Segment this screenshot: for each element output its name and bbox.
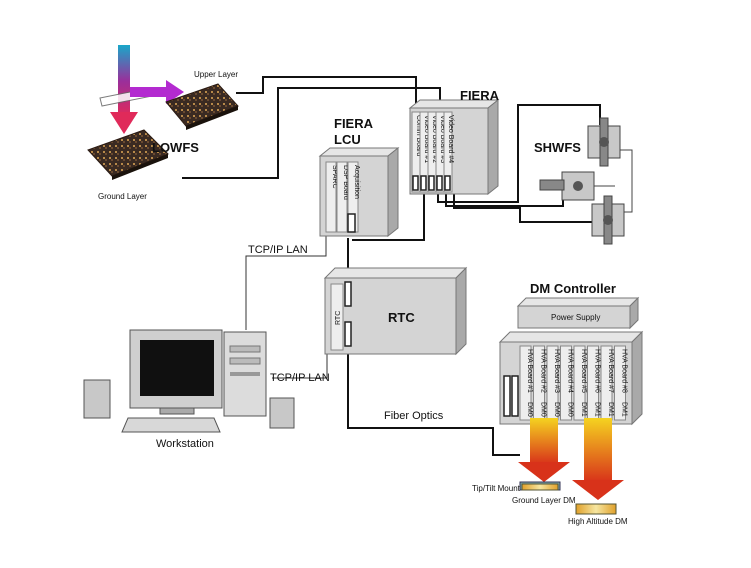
dm-controller-chassis: HVA Board #1 DM0 HVA Board #2 DM0 HVA Board …: [498, 330, 644, 426]
lcu-board-slot-1: [325, 161, 337, 233]
fiera-board-label-2: Video Board #1: [423, 115, 430, 163]
power-supply: Power Supply: [516, 296, 640, 330]
rtc-board-slot: [330, 283, 344, 351]
fiera-board-port-3: [428, 175, 435, 191]
high-altitude-dm: [575, 503, 617, 515]
hva-board-dm-label-8: DM1: [621, 402, 628, 417]
workstation: [83, 329, 295, 433]
fiera-board-port-5: [444, 175, 451, 191]
dm-arrow-ground: [518, 418, 570, 482]
tcp-lan-label-2: TCP/IP LAN: [270, 372, 330, 384]
tcp-lan-label-1: TCP/IP LAN: [248, 244, 308, 256]
hva-board-label-1: HVA Board #1: [526, 349, 533, 393]
dm-controller-title: DM Controller: [530, 281, 616, 296]
hva-board-slot-5: [573, 345, 586, 421]
lcu-board-label-2: DSP Board: [342, 165, 349, 200]
rtc-chassis: RTC: [323, 266, 468, 356]
fiera-lcu-title-1: FIERA: [334, 116, 374, 131]
fiber-optics-label: Fiber Optics: [384, 410, 444, 422]
dm-port-1: [503, 375, 511, 417]
hva-board-slots: HVA Board #1 DM0 HVA Board #2 DM0 HVA Board …: [519, 345, 628, 421]
shwfs-camera-bottom: [591, 195, 625, 245]
hva-board-dm-label-4: DM0: [567, 402, 574, 417]
hva-board-dm-label-7: DM1: [607, 402, 614, 417]
lowfs-label: LOWFS: [152, 140, 199, 155]
fiera-board-port-2: [420, 175, 427, 191]
upper-layer-chip: [165, 83, 239, 130]
ground-layer-chip: [87, 129, 169, 180]
purple-arrow: [130, 80, 184, 104]
fiera-lcu-title-2: LCU: [334, 132, 361, 147]
hva-board-dm-label-6: DM1: [594, 402, 601, 417]
shwfs-camera-middle: [539, 171, 595, 201]
hva-board-slot-8: [614, 345, 626, 421]
hva-board-label-5: HVA Board #5: [580, 349, 587, 393]
cable-lines: [182, 76, 601, 456]
fiera-board-label-5: Video Board #4: [447, 115, 454, 163]
fiera-board-port-4: [436, 175, 443, 191]
ground-layer-dm-label: Ground Layer DM: [512, 496, 576, 505]
fiera-board-label-3: Video Board #2: [431, 115, 438, 163]
hva-board-label-2: HVA Board #2: [540, 349, 547, 393]
fiera-lcu-chassis: SPARC DSP Board Acquisition: [318, 146, 400, 238]
speaker-icon: [83, 379, 295, 429]
fiera-board-port-1: [412, 175, 419, 191]
fiera-board-label-4: Video Board #3: [439, 115, 446, 163]
hva-board-dm-label-1: DM0: [526, 402, 533, 417]
lcu-board-label-3: Acquisition: [353, 165, 360, 199]
monitor-icon: [129, 329, 223, 415]
workstation-label: Workstation: [156, 438, 214, 450]
fiera-board-slot-5: [443, 111, 453, 193]
high-altitude-dm-label: High Altitude DM: [568, 517, 628, 526]
tip-tilt-label: Tip/Tilt Mount: [472, 484, 521, 493]
ground-layer-label: Ground Layer: [98, 192, 147, 201]
shwfs-cameras: [539, 117, 633, 245]
tower-icon: [223, 331, 267, 417]
rtc-port-1: [344, 281, 352, 307]
shwfs-camera-top: [587, 117, 621, 167]
lcu-board-slots: SPARC DSP Board Acquisition: [325, 161, 360, 233]
hva-board-slot-4: [560, 345, 572, 421]
shwfs-label: SHWFS: [534, 140, 581, 155]
hva-board-label-3: HVA Board #3: [553, 349, 560, 393]
hva-board-slot-1: [519, 345, 532, 421]
hva-board-dm-label-2: DM0: [540, 402, 547, 417]
lcu-board-slot-2: [336, 161, 348, 233]
hva-board-label-6: HVA Board #6: [594, 349, 601, 393]
hva-board-label-4: HVA Board #4: [567, 349, 574, 393]
keyboard-icon: [121, 417, 221, 433]
power-supply-label: Power Supply: [551, 313, 600, 322]
fiera-title: FIERA: [460, 88, 500, 103]
fiera-board-label-1: Comm Board: [415, 115, 422, 156]
hva-board-dm-label-3: DM0: [553, 402, 560, 417]
hva-board-label-8: HVA Board #8: [621, 349, 628, 393]
hva-board-label-7: HVA Board #7: [607, 349, 614, 393]
ground-layer-dm: [519, 481, 561, 491]
dm-arrow-high: [572, 418, 624, 500]
lcu-port: [347, 213, 356, 233]
dm-port-2: [511, 375, 519, 417]
hva-board-dm-label-5: DM1: [580, 402, 587, 417]
rtc-port-2: [344, 321, 352, 347]
rtc-title: RTC: [388, 310, 415, 325]
upper-layer-label: Upper Layer: [194, 70, 238, 79]
rtc-board-label: RTC: [335, 311, 342, 325]
lcu-board-label-1: SPARC: [331, 165, 338, 189]
